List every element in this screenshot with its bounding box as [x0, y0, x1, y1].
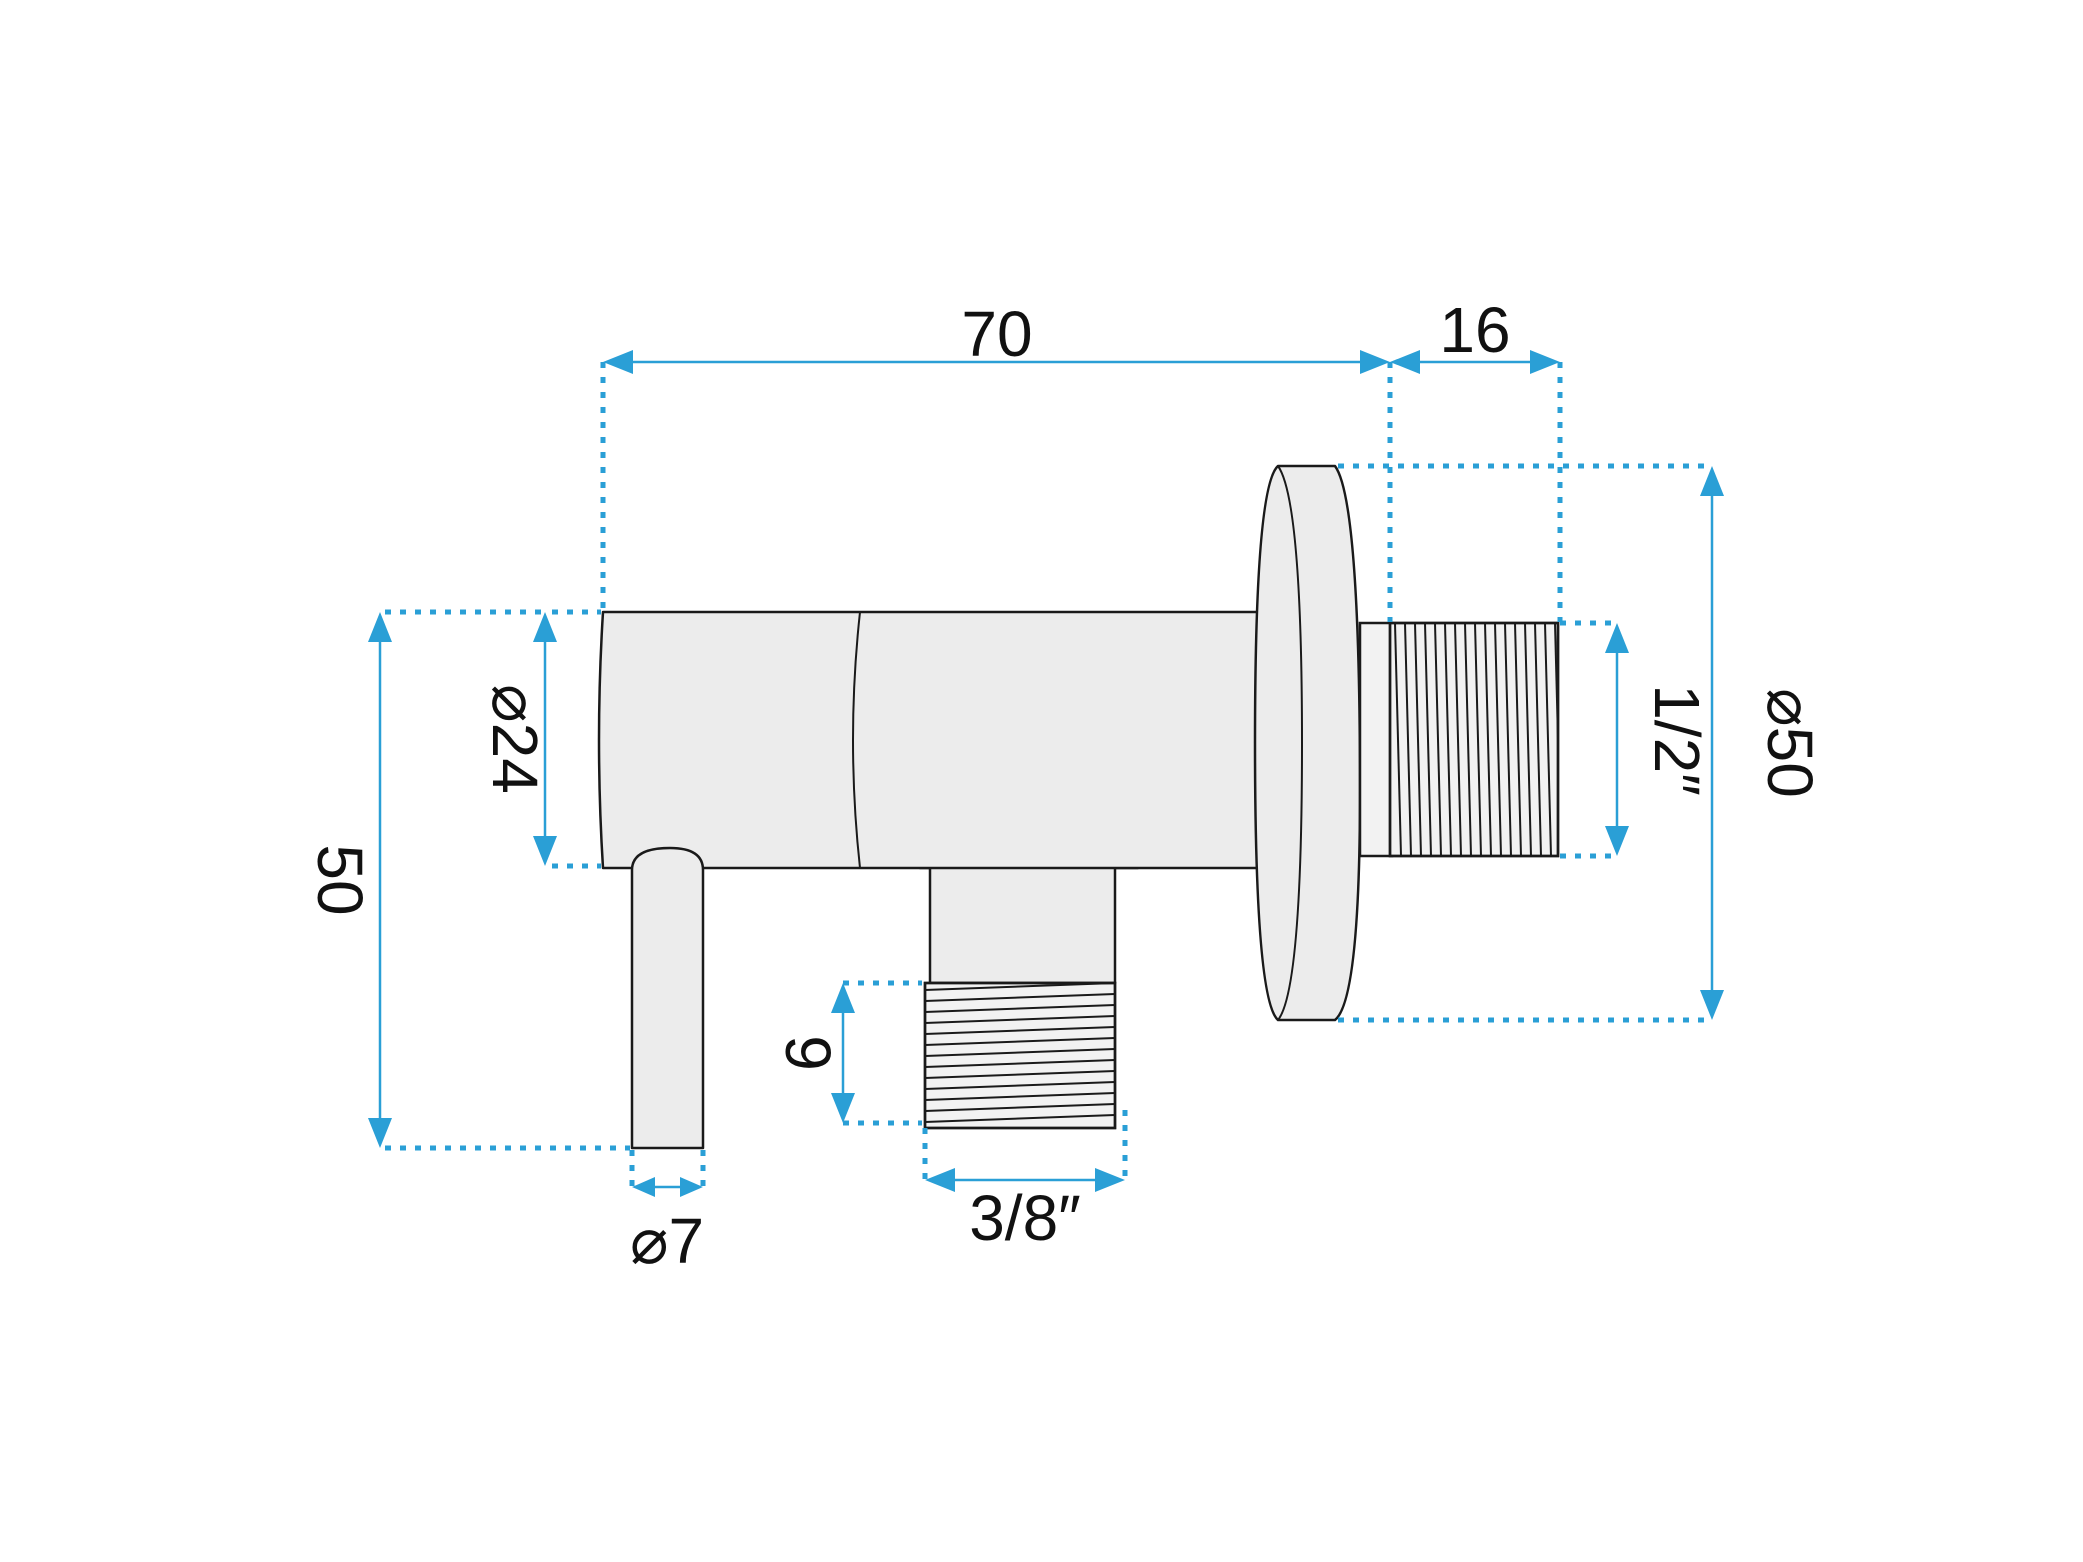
thread-line — [925, 1081, 1115, 1090]
thread-line — [1454, 623, 1462, 856]
valve-body — [597, 610, 1280, 870]
thread-line — [925, 1015, 1115, 1024]
thread-line — [1464, 623, 1472, 856]
dim-label-half-inch: 1/2″ — [1641, 684, 1713, 796]
dimension-height-total: 50 — [304, 609, 630, 1151]
thread-line — [1434, 623, 1442, 856]
dimension-thread-inlet: 3/8″ — [922, 1110, 1128, 1254]
thread-line — [1494, 623, 1502, 856]
thread-line — [1414, 623, 1422, 856]
thread-line — [925, 1048, 1115, 1057]
dimension-dia-handle: ⌀7 — [629, 1150, 706, 1277]
dimension-thread-inlet-length: 9 — [772, 980, 922, 1126]
thread-line — [925, 1070, 1115, 1079]
dimension-length-thread: 16 — [1390, 294, 1563, 622]
thread-line — [1424, 623, 1432, 856]
thread-line — [1474, 623, 1482, 856]
dimension-length-body: 70 — [600, 298, 1393, 622]
thread-line — [925, 1026, 1115, 1035]
thread-line — [1554, 623, 1558, 779]
inlet-thread — [923, 981, 1117, 1130]
thread-line — [1404, 623, 1412, 856]
thread-line — [1504, 623, 1512, 856]
thread-line — [1394, 623, 1402, 856]
dimension-dia-flange: ⌀50 — [1338, 463, 1826, 1023]
thread-line — [925, 1103, 1115, 1112]
dim-label-70: 70 — [961, 298, 1032, 370]
thread-line — [925, 993, 1115, 1002]
thread-line — [925, 1037, 1115, 1046]
handle-lever — [630, 846, 705, 1150]
dim-label-dia50: ⌀50 — [1754, 688, 1826, 798]
outlet-thread — [1388, 621, 1560, 858]
dim-label-9: 9 — [772, 1035, 844, 1071]
dim-label-dia7: ⌀7 — [630, 1205, 704, 1277]
dim-label-16: 16 — [1439, 294, 1510, 366]
flange-edge — [1277, 465, 1304, 1021]
wall-flange — [1253, 464, 1362, 1022]
thread-line — [925, 1114, 1115, 1123]
valve-part — [597, 464, 1560, 1150]
outlet-collar — [1358, 621, 1394, 858]
thread-line — [1544, 623, 1552, 856]
thread-line — [1484, 623, 1492, 856]
body-seam — [852, 611, 861, 869]
thread-line — [1524, 623, 1532, 856]
dim-label-50-height: 50 — [304, 844, 376, 915]
thread-line — [1534, 623, 1542, 856]
thread-line — [1514, 623, 1522, 856]
thread-line — [925, 1092, 1115, 1101]
dimension-annotations: 70 16 ⌀24 50 — [304, 294, 1826, 1277]
dim-label-dia24: ⌀24 — [479, 684, 551, 794]
dimension-thread-outlet: 1/2″ — [1560, 620, 1713, 859]
thread-line — [1444, 623, 1452, 856]
thread-line — [925, 1059, 1115, 1068]
thread-line — [925, 1004, 1115, 1013]
dimension-dia-body: ⌀24 — [479, 609, 601, 869]
dim-label-three-eighths-inch: 3/8″ — [969, 1182, 1081, 1254]
